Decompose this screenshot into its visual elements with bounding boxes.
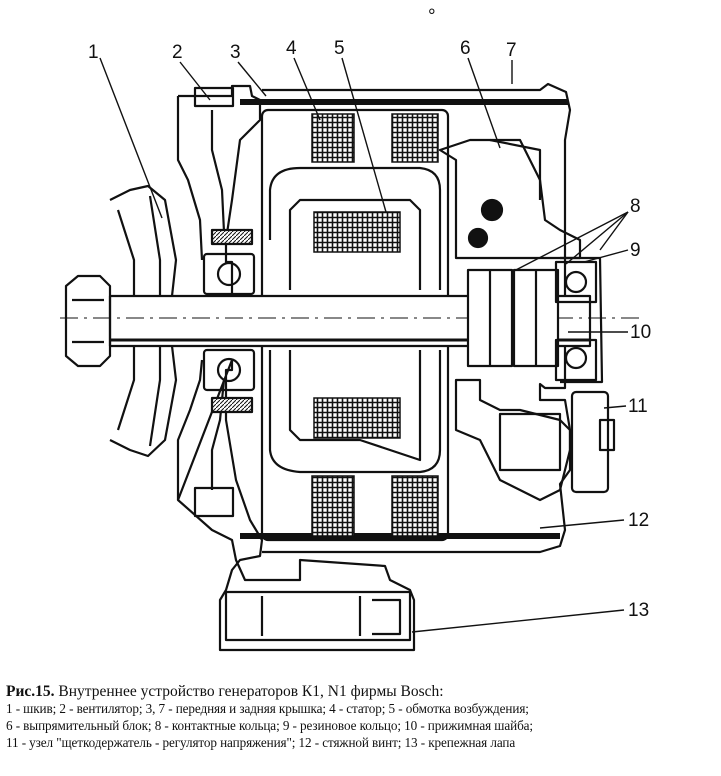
callout-12: 12 — [628, 510, 649, 531]
fan-blade-top — [193, 86, 235, 108]
stator-winding-top-right — [391, 113, 439, 163]
callout-8: 8 — [630, 196, 641, 217]
rear-bearing-lower — [554, 338, 598, 382]
callout-11: 11 — [628, 396, 648, 417]
callout-2: 2 — [172, 42, 183, 63]
rotor-lower-claw — [268, 350, 442, 474]
connector-11 — [570, 390, 610, 494]
rotor-upper-claw — [268, 166, 442, 290]
callout-9: 9 — [630, 240, 641, 261]
fan-blade-bottom — [193, 486, 235, 518]
stator-winding-top-left — [311, 113, 355, 163]
caption-legend-line-2: 6 - выпрямительный блок; 8 - контактные … — [6, 718, 533, 733]
callout-5: 5 — [334, 38, 345, 59]
front-cover — [176, 84, 416, 652]
front-bearing-lower — [202, 348, 256, 392]
pulley — [109, 184, 178, 458]
brush-holder-regulator — [454, 378, 572, 502]
figure-caption: Рис.15. Внутреннее устройство генераторо… — [6, 683, 718, 751]
alternator-cross-section-drawing: ° 1 2 3 4 5 6 7 8 9 10 11 12 13 — [60, 6, 651, 652]
caption-title-line: Рис.15. Внутреннее устройство генераторо… — [6, 683, 718, 700]
caption-legend-line-3: 11 - узел "щеткодержатель - регулятор на… — [6, 735, 516, 750]
front-bearing-upper — [202, 252, 256, 296]
rear-cover — [262, 82, 572, 554]
callout-13: 13 — [628, 600, 649, 621]
front-bolt-upper — [210, 228, 254, 246]
figure-number: Рис.15. — [6, 683, 55, 700]
rectifier-block — [438, 138, 582, 260]
front-bolt-lower — [210, 396, 254, 414]
top-mark: ° — [428, 6, 436, 27]
field-winding-lower — [313, 397, 401, 439]
pulley-nut — [64, 274, 112, 368]
callout-10: 10 — [630, 322, 651, 343]
caption-title: Внутреннее устройство генераторов К1, N1… — [58, 683, 444, 700]
callout-3: 3 — [230, 42, 241, 63]
stator-winding-bottom-left — [311, 475, 355, 537]
stator-winding-bottom-right — [391, 475, 439, 537]
caption-legend-line-1: 1 - шкив; 2 - вентилятор; 3, 7 - передня… — [6, 701, 529, 716]
callout-6: 6 — [460, 38, 471, 59]
rear-bearing-upper — [554, 260, 598, 304]
callout-7: 7 — [506, 40, 517, 61]
callout-1: 1 — [88, 42, 99, 63]
mounting-foot — [224, 590, 412, 642]
field-winding-upper — [313, 211, 401, 253]
fan-upper — [176, 96, 226, 261]
callout-4: 4 — [286, 38, 297, 59]
fan-lower — [176, 359, 226, 500]
